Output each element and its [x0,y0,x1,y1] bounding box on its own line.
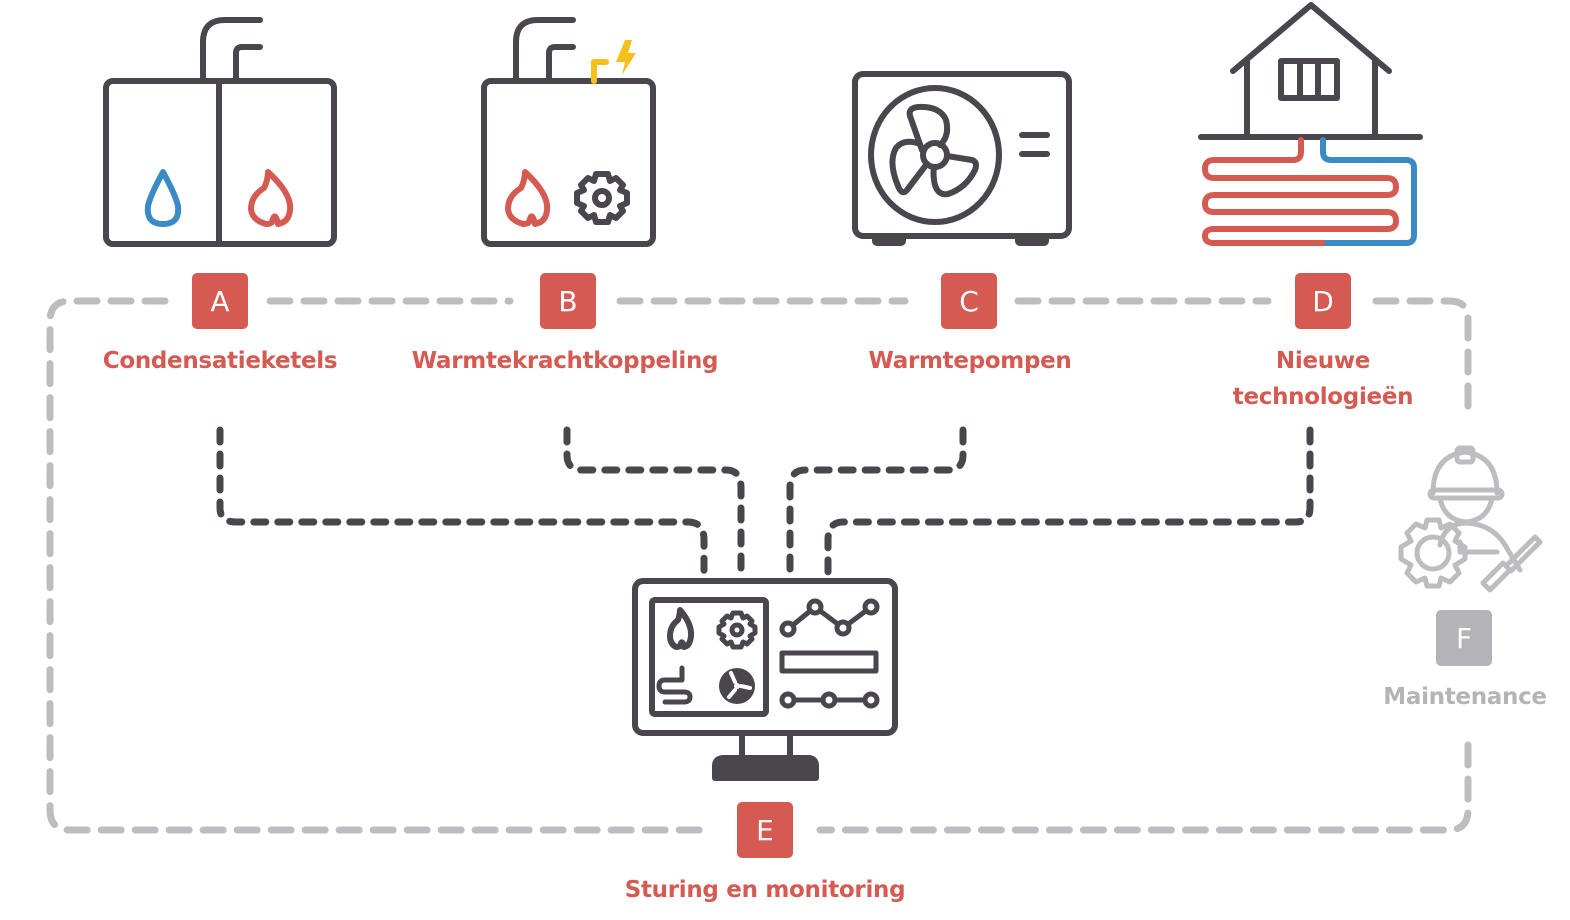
fan-blade [930,153,979,198]
badge-e[interactable]: E [737,802,793,858]
gear-icon [574,171,630,225]
badge-b[interactable]: B [540,273,596,329]
badge-a[interactable]: A [192,273,248,329]
heating-pipe-hot [1202,137,1399,246]
gear-icon [1398,517,1468,589]
badge-c[interactable]: C [941,273,997,329]
connection-a-to-e [216,426,708,582]
connection-b-to-e [563,426,745,582]
water-drop-icon [144,169,182,227]
badge-d[interactable]: D [1295,273,1351,329]
flame-icon [248,169,294,227]
label-maintenance: Maintenance [1383,684,1547,710]
connection-lines [216,426,1314,582]
electric-plug-line [591,59,609,84]
connection-d-to-e [824,426,1314,582]
label-warmtekrachtkoppeling: Warmtekrachtkoppeling [411,348,719,374]
fan-blade [889,138,929,196]
label-condensatieketels: Condensatieketels [102,348,338,374]
label-line-1: Nieuwe [1275,348,1371,374]
slider-node [779,691,797,709]
flame-icon [505,169,551,227]
screwdriver-icon [1480,534,1543,593]
chp-boiler-flame-gear-icon [481,17,656,247]
heating-coil-icon [656,665,693,705]
line-graph-icon [785,604,874,632]
heating-pipe-cold [1320,137,1417,246]
progress-bar-icon [779,650,879,674]
fan-icon [719,668,755,704]
label-sturing-en-monitoring: Sturing en monitoring [624,877,906,903]
label-line-2: technologieën [1232,384,1414,410]
slider-node [862,691,880,709]
label-nieuwe-technologieen: Nieuwe technologieën [1213,343,1433,415]
heat-pump-fan-icon [852,71,1072,246]
house-floor-heating-icon [1198,2,1423,246]
flame-icon [667,607,695,650]
fan-blade [906,103,951,153]
maintenance-loop-outline [46,297,1472,834]
boiler-water-flame-icon [103,17,337,247]
technician-gear-screwdriver-icon [1398,445,1543,593]
badge-f[interactable]: F [1436,610,1492,666]
label-warmtepompen: Warmtepompen [868,348,1072,374]
connection-c-to-e [786,426,967,582]
gear-icon [716,610,758,650]
lightning-bolt-icon [616,40,636,75]
monitor-dashboard-icon [632,578,898,781]
slider-node [820,691,838,709]
